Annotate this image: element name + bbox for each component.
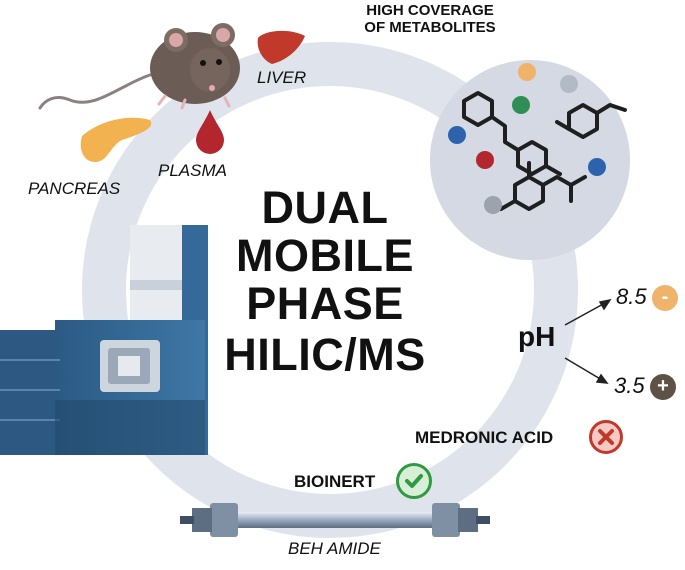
hardware-label: BIOINERT <box>294 472 376 491</box>
molecules-icon <box>430 60 630 260</box>
title-line-3: PHASE <box>246 278 404 329</box>
hplc-column-icon <box>180 503 490 537</box>
ph-arrows <box>564 298 612 384</box>
pancreas-icon <box>80 117 152 162</box>
coverage-line-1: HIGH COVERAGE <box>366 2 494 19</box>
additive-label: MEDRONIC ACID <box>415 428 554 447</box>
cross-icon <box>589 420 623 454</box>
title-line-1: DUAL <box>261 182 389 233</box>
coverage-heading: HIGH COVERAGE OF METABOLITES <box>300 2 560 37</box>
ph-high-value: 8.5 <box>616 284 647 309</box>
liver-icon <box>257 30 305 64</box>
title-line-2: MOBILE <box>236 230 414 281</box>
title-line-4: HILIC/MS <box>224 329 426 380</box>
lcms-instrument-icon <box>0 225 208 455</box>
check-icon <box>396 463 432 499</box>
blood-drop-icon <box>196 110 224 154</box>
negative-charge-badge: - <box>652 285 678 311</box>
positive-charge-badge: + <box>650 374 676 400</box>
plasma-label: PLASMA <box>158 161 227 180</box>
column-label: BEH AMIDE <box>288 539 381 558</box>
ph-low-value: 3.5 <box>614 373 645 398</box>
coverage-line-2: OF METABOLITES <box>364 19 496 37</box>
mouse-icon <box>38 23 240 110</box>
liver-label: LIVER <box>257 68 307 87</box>
negative-sign: - <box>661 286 669 308</box>
pancreas-label: PANCREAS <box>28 179 121 198</box>
positive-sign: + <box>657 375 669 397</box>
ph-label: pH <box>518 321 556 352</box>
